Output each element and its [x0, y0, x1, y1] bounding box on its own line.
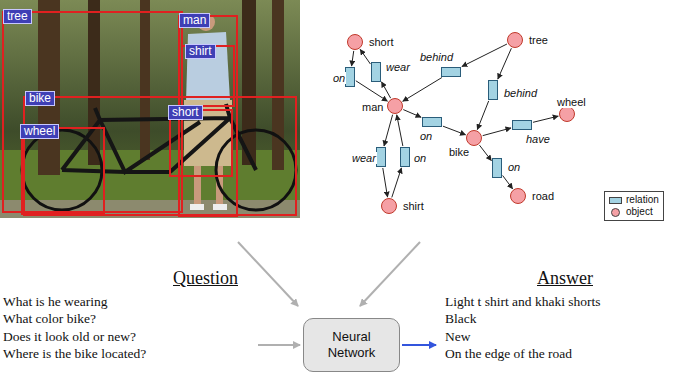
- relation-node: behind: [441, 67, 461, 77]
- photo-ground: [0, 0, 300, 218]
- tree-trunk: [38, 0, 60, 175]
- graph-arrow: [383, 168, 388, 197]
- graph-arrow: [533, 116, 558, 122]
- box-tag: shirt: [185, 44, 216, 59]
- object-node: bike: [466, 130, 482, 146]
- object-node: shirt: [381, 198, 397, 214]
- legend-text: object: [626, 206, 653, 218]
- object-node: tree: [507, 32, 523, 48]
- relation-node: on: [400, 147, 410, 167]
- relation-node: on: [492, 158, 502, 178]
- legend-row: relation: [609, 194, 659, 206]
- relation-label: behind: [419, 51, 454, 63]
- relation-node: on: [345, 67, 355, 87]
- graph-arrow: [381, 82, 390, 98]
- question-text: Does it look old or new?: [3, 329, 136, 345]
- graph-arrow: [384, 115, 393, 146]
- graph-arrow: [503, 175, 513, 188]
- column-heading: Answer: [537, 268, 593, 288]
- legend-row: object: [609, 206, 659, 218]
- object-label: tree: [528, 34, 549, 46]
- question-text: Where is the bike located?: [3, 346, 146, 362]
- graph-arrow: [392, 168, 402, 197]
- object-node: wheel: [559, 106, 575, 122]
- graph-arrow: [498, 48, 512, 79]
- graph-arrow: [397, 115, 403, 146]
- man-shirt: [186, 32, 230, 102]
- bounding-box: [22, 128, 104, 214]
- legend-box: relationobject: [604, 191, 664, 221]
- legend-swatch: [609, 197, 622, 204]
- tree-trunk: [242, 0, 256, 165]
- answer-text: Light t shirt and khaki shorts: [445, 294, 601, 310]
- graph-arrow: [403, 110, 421, 118]
- relation-node: wear: [376, 147, 386, 167]
- object-label: wheel: [556, 96, 587, 108]
- tree-trunk: [272, 0, 284, 170]
- question-text: What color bike?: [3, 311, 96, 327]
- tree-trunk: [140, 0, 150, 160]
- bounding-boxes: [3, 12, 296, 216]
- relation-node: wear: [371, 62, 381, 82]
- bike-frame: [62, 104, 256, 172]
- input-arrow: [258, 344, 300, 346]
- object-node: man: [387, 98, 403, 114]
- relation-node: behind: [488, 80, 498, 100]
- graph-arrow: [443, 126, 466, 135]
- relation-label: on: [419, 130, 433, 142]
- answer-text: New: [445, 329, 471, 345]
- graph-arrow: [462, 44, 507, 67]
- object-label: bike: [448, 146, 470, 158]
- output-arrow: [402, 344, 436, 346]
- box-tag: short: [168, 105, 203, 120]
- relation-node: on: [422, 117, 442, 127]
- legend-swatch: [611, 208, 620, 217]
- relation-label: behind: [503, 87, 538, 99]
- man-leg: [194, 166, 201, 206]
- graph-arrow: [403, 78, 442, 102]
- object-node: road: [510, 188, 526, 204]
- object-node: short: [347, 34, 363, 50]
- graph-arrow: [352, 51, 354, 66]
- graph-arrow: [483, 128, 511, 136]
- object-label: short: [368, 36, 394, 48]
- relation-label: on: [507, 161, 521, 173]
- answer-text: Black: [445, 311, 477, 327]
- column-heading: Question: [173, 268, 238, 288]
- man-shoe: [190, 204, 204, 210]
- input-arrow: [238, 242, 298, 306]
- question-text: What is he wearing: [3, 294, 108, 310]
- bounding-box: [24, 97, 296, 215]
- network-box: Neural Network: [303, 318, 400, 372]
- relation-label: have: [525, 133, 551, 145]
- relation-label: wear: [385, 61, 411, 73]
- relation-label: on: [413, 152, 427, 164]
- box-tag: tree: [3, 9, 32, 24]
- answer-text: On the edge of the road: [445, 346, 572, 362]
- network-label: Neural Network: [320, 329, 384, 361]
- graph-arrow: [479, 145, 491, 161]
- input-arrow: [360, 242, 420, 306]
- box-tag: wheel: [20, 124, 59, 139]
- graph-arrow: [360, 49, 370, 64]
- object-label: shirt: [402, 200, 425, 212]
- object-label: man: [361, 101, 384, 113]
- bounding-box: [3, 12, 182, 212]
- graph-arrow: [477, 101, 488, 130]
- legend-text: relation: [626, 194, 659, 206]
- relation-label: wear: [351, 152, 377, 164]
- man-shoe: [213, 204, 227, 210]
- object-label: road: [531, 190, 555, 202]
- relation-node: have: [512, 120, 532, 130]
- box-tag: bike: [25, 91, 55, 106]
- relation-label: on: [332, 72, 346, 84]
- box-tag: man: [179, 13, 210, 28]
